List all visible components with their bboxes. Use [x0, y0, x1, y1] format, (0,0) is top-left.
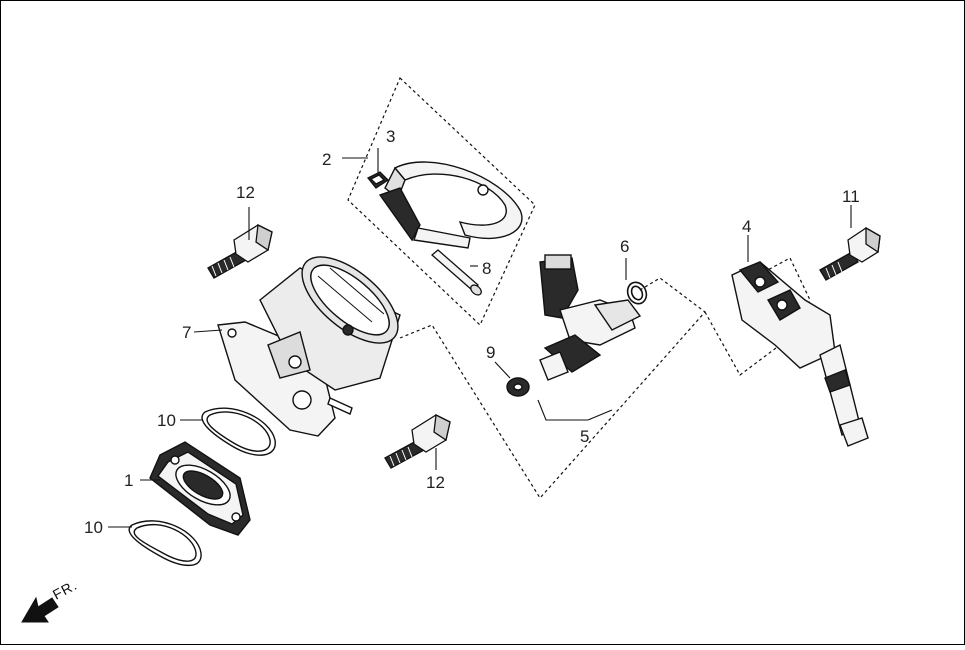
- callout-10-upper: 10: [157, 411, 176, 430]
- callout-8: 8: [482, 259, 491, 278]
- part-clamp-nut: [366, 171, 390, 189]
- leader-9: [494, 361, 511, 379]
- callout-5: 5: [580, 427, 589, 446]
- part-o-ring-upper: [201, 407, 276, 456]
- part-insulator-flange: [149, 441, 251, 536]
- part-band-clamp: [378, 161, 523, 249]
- part-throttle-body: [217, 256, 401, 437]
- leader-lines: [108, 148, 852, 528]
- part-bolt-lower: [384, 414, 451, 469]
- callout-4: 4: [742, 217, 751, 236]
- callout-12-upper: 12: [236, 183, 255, 202]
- callout-7: 7: [182, 323, 191, 342]
- callout-11: 11: [842, 187, 860, 206]
- leader-7: [193, 329, 223, 333]
- part-fuel-injector: [539, 254, 642, 381]
- callout-6: 6: [620, 237, 629, 256]
- front-direction-arrow-icon: [21, 596, 59, 623]
- part-bolt-upper: [207, 224, 273, 279]
- callout-2: 2: [322, 150, 331, 169]
- callout-3: 3: [386, 127, 395, 146]
- part-fuel-joint: [731, 261, 869, 447]
- leader-5b: [587, 409, 613, 421]
- callout-10-lower: 10: [84, 518, 103, 537]
- part-clamp-screw: [430, 249, 482, 296]
- callout-9: 9: [486, 343, 495, 362]
- callout-12-lower: 12: [426, 473, 445, 492]
- callout-1: 1: [124, 471, 133, 490]
- part-injector-washer: [506, 377, 530, 397]
- part-injector-o-ring: [626, 281, 648, 305]
- part-o-ring-lower: [128, 520, 202, 567]
- part-joint-bolt: [819, 226, 881, 281]
- leader-5: [537, 399, 588, 421]
